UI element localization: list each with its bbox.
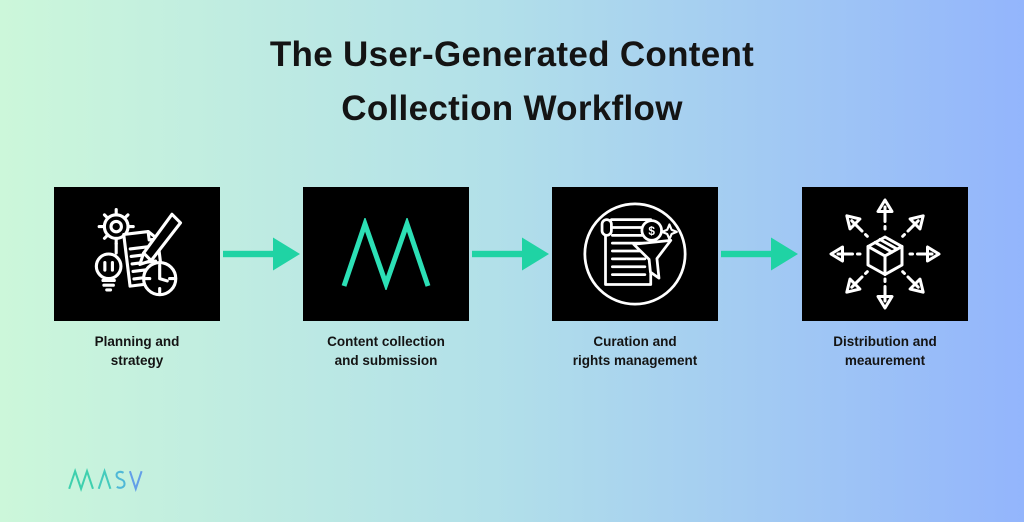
distribution-cube-icon	[829, 198, 941, 310]
planning-strategy-icon	[94, 208, 183, 297]
step-box-distribution	[802, 187, 968, 321]
masv-logo	[68, 468, 143, 492]
masv-m-icon	[341, 218, 431, 290]
dollar-sign: $	[648, 224, 655, 238]
page-title-line2: Collection Workflow	[341, 89, 683, 128]
step-box-curation: $	[552, 187, 718, 321]
logo-letter-a	[97, 468, 112, 490]
page-title-line1: The User-Generated Content	[269, 35, 755, 74]
step-label-distribution: Distribution and meaurement	[833, 334, 937, 368]
step-box-planning	[54, 187, 220, 321]
step-label-curation: Curation and rights management	[572, 334, 698, 368]
step-box-collection	[303, 187, 469, 321]
logo-letter-s	[115, 470, 126, 489]
arrow-right-icon	[223, 237, 300, 271]
step-label-collection: Content collection and submission	[327, 334, 445, 368]
arrow-right-icon	[721, 237, 798, 271]
curation-rights-icon: $	[583, 202, 687, 306]
step-label-planning: Planning and strategy	[94, 334, 180, 368]
logo-letter-m	[68, 468, 94, 492]
logo-letter-v	[128, 470, 143, 492]
arrow-right-icon	[472, 237, 549, 271]
page-title: The User-Generated Content Collection Wo…	[0, 28, 1024, 136]
